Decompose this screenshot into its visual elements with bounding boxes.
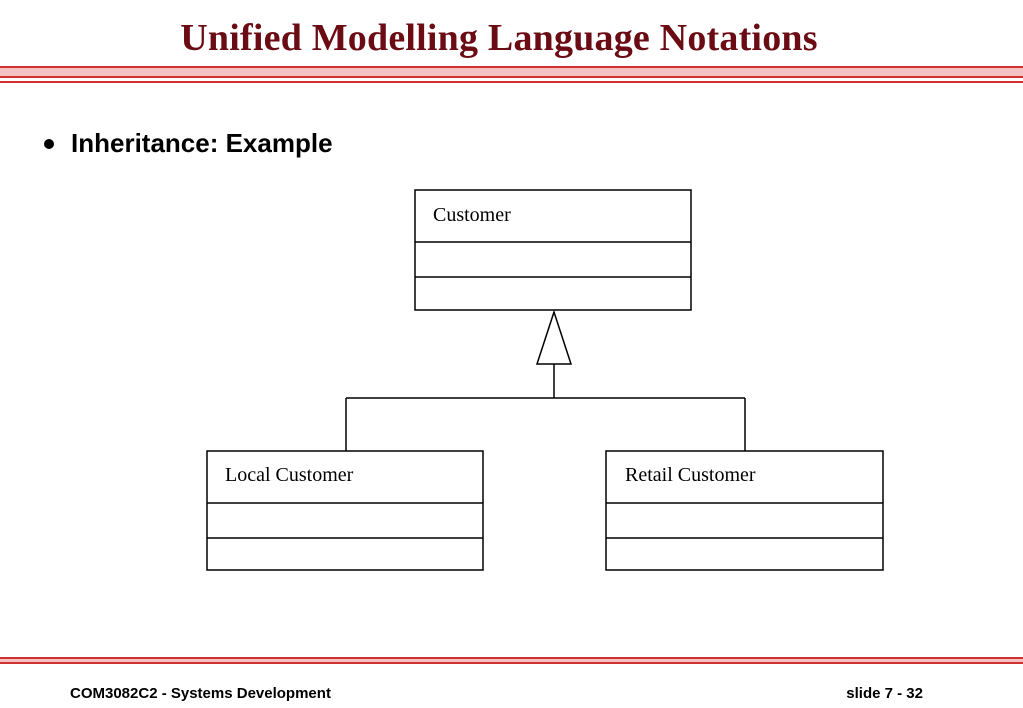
class-box-customer: Customer <box>414 189 692 311</box>
class-name-customer: Customer <box>433 204 511 226</box>
class-box-local-customer: Local Customer <box>206 450 484 571</box>
footer-slide-number: slide 7 - 32 <box>846 685 923 702</box>
class-name-retail-customer: Retail Customer <box>625 464 756 486</box>
bullet-text: Inheritance: Example <box>71 128 333 158</box>
class-box-retail-customer: Retail Customer <box>605 450 884 571</box>
class-name-local-customer: Local Customer <box>225 464 354 486</box>
bullet-dot-icon <box>44 138 54 149</box>
footer-course: COM3082C2 - Systems Development <box>70 685 331 702</box>
slide-title: Unified Modelling Language Notations <box>180 17 818 59</box>
inheritance-arrow-icon <box>535 309 573 365</box>
generalization-connector <box>345 309 746 451</box>
bullet-item: Inheritance: Example <box>44 128 333 159</box>
